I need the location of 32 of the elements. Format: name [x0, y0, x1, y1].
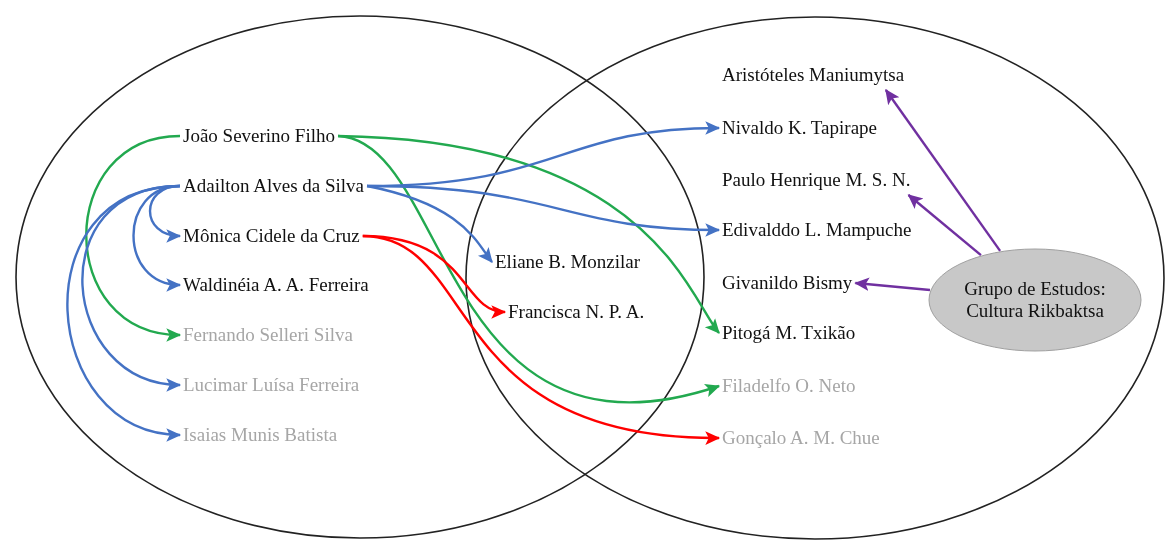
arrow	[148, 184, 182, 242]
set-ellipse	[465, 16, 1165, 540]
arrow	[66, 184, 182, 440]
arrow	[907, 194, 982, 257]
person-name: Mônica Cidele da Cruz	[183, 224, 360, 248]
person-name: Pitogá M. Txikão	[722, 321, 856, 345]
person-name: Isaias Munis Batista	[183, 423, 338, 447]
person-name: Waldinéia A. A. Ferreira	[183, 273, 369, 297]
person-name: Lucimar Luísa Ferreira	[183, 373, 360, 397]
person-name: Gonçalo A. M. Chue	[722, 426, 880, 450]
arrow	[85, 134, 182, 340]
person-name: Edivalddo L. Mampuche	[722, 218, 912, 242]
person-name: Francisca N. P. A.	[508, 300, 645, 324]
arrow	[132, 184, 182, 290]
arrow	[854, 277, 931, 292]
arrow	[367, 184, 721, 237]
person-name: Filadelfo O. Neto	[722, 374, 856, 398]
group-label: Grupo de Estudos: Cultura Rikbaktsa	[963, 278, 1107, 322]
person-name: Adailton Alves da Silva	[183, 174, 364, 198]
arrow	[366, 184, 493, 263]
arrow	[362, 234, 721, 445]
arrow	[337, 134, 721, 403]
person-name: Givanildo Bismy	[722, 271, 853, 295]
person-name: Paulo Henrique M. S. N.	[722, 168, 911, 192]
person-name: Aristóteles Maniumytsa	[722, 63, 905, 87]
arrow	[884, 89, 1002, 252]
person-name: João Severino Filho	[183, 124, 335, 148]
person-name: Fernando Selleri Silva	[183, 323, 353, 347]
set-ellipse	[15, 15, 705, 539]
person-name: Nivaldo K. Tapirape	[722, 116, 878, 140]
group-ellipse	[928, 248, 1142, 352]
person-name: Eliane B. Monzilar	[495, 250, 641, 274]
